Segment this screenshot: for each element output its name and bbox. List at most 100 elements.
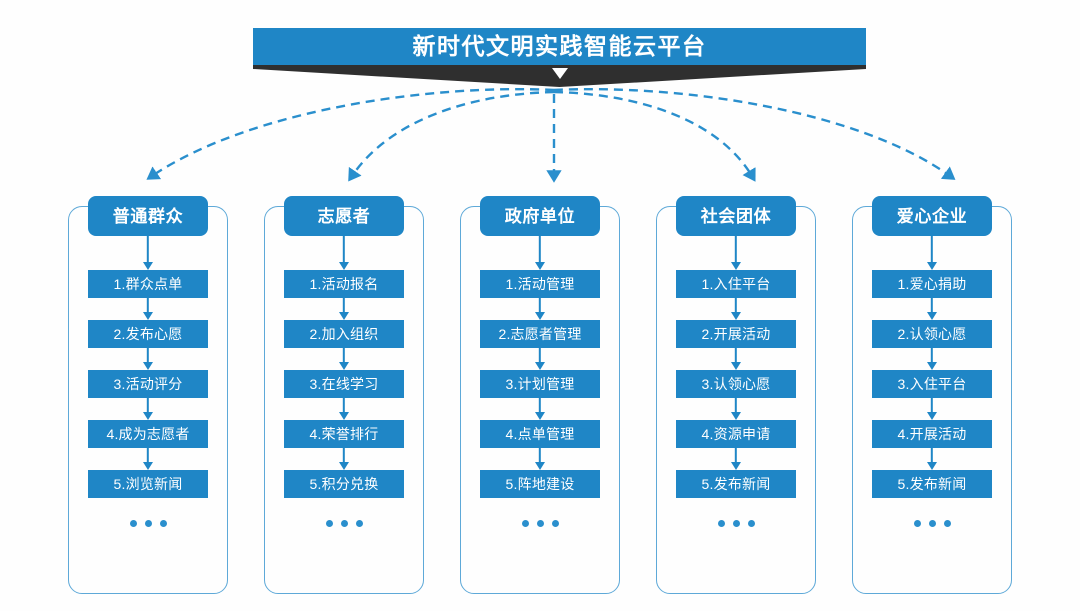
step-label: 5.发布新闻 — [701, 476, 771, 492]
arrow-item-1-to-2 — [731, 298, 742, 320]
step-item[interactable]: 4.荣誉排行 — [284, 420, 404, 448]
column-header-label: 政府单位 — [504, 206, 576, 226]
arrow-item-1-to-2 — [927, 298, 938, 320]
column-header-label: 爱心企业 — [896, 206, 968, 226]
step-label: 3.计划管理 — [505, 376, 575, 392]
column-body: 1.爱心捐助 2.认领心愿 3.入住平台 4.开展活动 5.发布新闻 — [844, 236, 1020, 596]
arrow-item-1-to-2 — [535, 298, 546, 320]
arrow-item-3-to-4 — [339, 398, 350, 420]
more-items-ellipsis-icon — [717, 520, 755, 527]
arrow-item-3-to-4 — [731, 398, 742, 420]
step-label: 3.活动评分 — [113, 376, 183, 392]
column-header-volunteer[interactable]: 志愿者 — [284, 196, 404, 236]
step-item[interactable]: 4.开展活动 — [872, 420, 992, 448]
step-label: 1.活动管理 — [505, 276, 575, 292]
step-item[interactable]: 4.成为志愿者 — [88, 420, 208, 448]
column-header-charitable-enterprise[interactable]: 爱心企业 — [872, 196, 992, 236]
step-item[interactable]: 2.加入组织 — [284, 320, 404, 348]
connector-to-col-2 — [348, 90, 555, 182]
step-label: 1.群众点单 — [113, 276, 183, 292]
step-label: 2.加入组织 — [309, 326, 379, 342]
step-label: 5.积分兑换 — [309, 476, 379, 492]
step-label: 4.资源申请 — [701, 426, 771, 442]
platform-title-bar: 新时代文明实践智能云平台 — [253, 28, 866, 65]
column-body: 1.活动报名 2.加入组织 3.在线学习 4.荣誉排行 5.积分兑换 — [256, 236, 432, 596]
column-body: 1.群众点单 2.发布心愿 3.活动评分 4.成为志愿者 5.浏览新闻 — [60, 236, 236, 596]
step-item[interactable]: 5.发布新闻 — [872, 470, 992, 498]
step-item[interactable]: 4.点单管理 — [480, 420, 600, 448]
step-label: 5.发布新闻 — [897, 476, 967, 492]
column-body: 1.活动管理 2.志愿者管理 3.计划管理 4.点单管理 5.阵地建设 — [452, 236, 628, 596]
step-item[interactable]: 4.资源申请 — [676, 420, 796, 448]
more-items-ellipsis-icon — [521, 520, 559, 527]
step-item[interactable]: 1.活动管理 — [480, 270, 600, 298]
step-item[interactable]: 1.活动报名 — [284, 270, 404, 298]
step-item[interactable]: 5.浏览新闻 — [88, 470, 208, 498]
step-label: 4.开展活动 — [897, 426, 967, 442]
arrow-header-to-item-1 — [535, 236, 546, 270]
step-label: 4.荣誉排行 — [309, 426, 379, 442]
step-item[interactable]: 3.在线学习 — [284, 370, 404, 398]
column-header-label: 志愿者 — [317, 206, 371, 226]
role-column-volunteer: 志愿者 1.活动报名 2.加入组织 3.在线学习 4.荣誉排行 5.积分兑换 — [256, 196, 432, 596]
step-item[interactable]: 5.发布新闻 — [676, 470, 796, 498]
column-header-label: 社会团体 — [700, 206, 772, 226]
step-item[interactable]: 1.群众点单 — [88, 270, 208, 298]
connector-to-col-1 — [146, 87, 555, 180]
step-item[interactable]: 5.阵地建设 — [480, 470, 600, 498]
arrow-item-3-to-4 — [535, 398, 546, 420]
arrow-item-4-to-5 — [339, 448, 350, 470]
step-item[interactable]: 1.爱心捐助 — [872, 270, 992, 298]
step-label: 2.志愿者管理 — [498, 326, 582, 342]
column-header-government-unit[interactable]: 政府单位 — [480, 196, 600, 236]
step-item[interactable]: 3.入住平台 — [872, 370, 992, 398]
step-label: 5.浏览新闻 — [113, 476, 183, 492]
step-item[interactable]: 3.计划管理 — [480, 370, 600, 398]
arrow-item-4-to-5 — [535, 448, 546, 470]
platform-title-banner: 新时代文明实践智能云平台 — [253, 28, 866, 87]
arrow-header-to-item-1 — [927, 236, 938, 270]
role-column-general-public: 普通群众 1.群众点单 2.发布心愿 3.活动评分 4.成为志愿者 5.浏览新闻 — [60, 196, 236, 596]
role-column-social-group: 社会团体 1.入住平台 2.开展活动 3.认领心愿 4.资源申请 5.发布新闻 — [648, 196, 824, 596]
column-header-social-group[interactable]: 社会团体 — [676, 196, 796, 236]
step-label: 3.认领心愿 — [701, 376, 771, 392]
arrow-header-to-item-1 — [731, 236, 742, 270]
step-label: 3.入住平台 — [897, 376, 967, 392]
role-columns: 普通群众 1.群众点单 2.发布心愿 3.活动评分 4.成为志愿者 5.浏览新闻 — [60, 196, 1020, 596]
column-header-label: 普通群众 — [112, 206, 184, 226]
step-item[interactable]: 2.认领心愿 — [872, 320, 992, 348]
step-label: 3.在线学习 — [309, 376, 379, 392]
step-item[interactable]: 2.志愿者管理 — [480, 320, 600, 348]
arrow-item-4-to-5 — [731, 448, 742, 470]
step-item[interactable]: 3.认领心愿 — [676, 370, 796, 398]
step-label: 2.发布心愿 — [113, 326, 183, 342]
step-label: 1.爱心捐助 — [897, 276, 967, 292]
arrow-item-4-to-5 — [143, 448, 154, 470]
step-item[interactable]: 2.发布心愿 — [88, 320, 208, 348]
arrow-item-2-to-3 — [143, 348, 154, 370]
arrow-item-4-to-5 — [927, 448, 938, 470]
column-body: 1.入住平台 2.开展活动 3.认领心愿 4.资源申请 5.发布新闻 — [648, 236, 824, 596]
arrow-item-2-to-3 — [927, 348, 938, 370]
step-item[interactable]: 3.活动评分 — [88, 370, 208, 398]
step-label: 2.认领心愿 — [897, 326, 967, 342]
title-chevron-icon — [551, 68, 568, 79]
arrow-header-to-item-1 — [143, 236, 154, 270]
arrow-item-2-to-3 — [339, 348, 350, 370]
step-label: 1.活动报名 — [309, 276, 379, 292]
more-items-ellipsis-icon — [325, 520, 363, 527]
step-label: 2.开展活动 — [701, 326, 771, 342]
column-header-general-public[interactable]: 普通群众 — [88, 196, 208, 236]
arrow-item-2-to-3 — [731, 348, 742, 370]
step-item[interactable]: 5.积分兑换 — [284, 470, 404, 498]
step-item[interactable]: 1.入住平台 — [676, 270, 796, 298]
step-label: 4.点单管理 — [505, 426, 575, 442]
step-label: 1.入住平台 — [701, 276, 771, 292]
connector-to-col-5 — [553, 87, 956, 180]
step-label: 4.成为志愿者 — [106, 426, 190, 442]
step-item[interactable]: 2.开展活动 — [676, 320, 796, 348]
role-column-government-unit: 政府单位 1.活动管理 2.志愿者管理 3.计划管理 4.点单管理 5.阵地建设 — [452, 196, 628, 596]
arrow-header-to-item-1 — [339, 236, 350, 270]
arrow-item-1-to-2 — [143, 298, 154, 320]
